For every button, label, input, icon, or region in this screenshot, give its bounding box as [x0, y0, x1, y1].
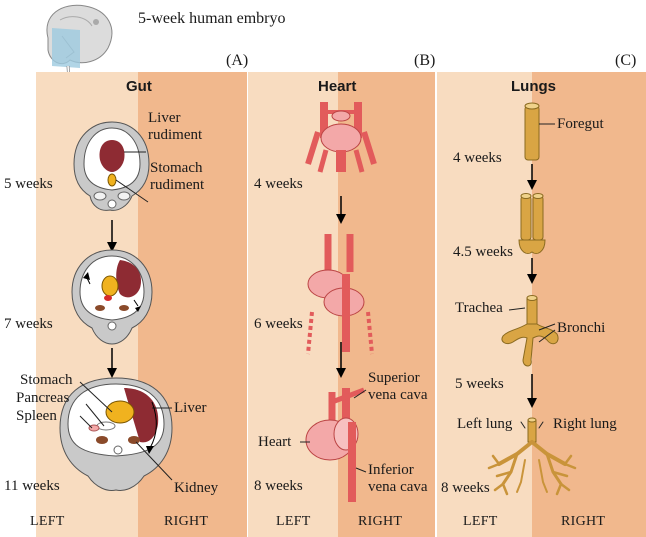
- right-side-bg: [532, 72, 646, 537]
- stage-6-weeks: 6 weeks: [254, 316, 303, 332]
- panel-b-left: LEFT: [276, 514, 311, 529]
- heart-4week: [305, 102, 377, 173]
- label-stomach-rudiment: Stomach rudiment: [150, 160, 204, 194]
- lungs-4week: [524, 102, 555, 161]
- panel-c-title: Lungs: [511, 78, 556, 95]
- stage-8-weeks: 8 weeks: [254, 478, 303, 494]
- stage-8-weeks: 8 weeks: [441, 480, 490, 496]
- label-pancreas: Pancreas: [16, 390, 70, 406]
- gut-7week-section: [71, 249, 153, 345]
- label-kidney: Kidney: [174, 480, 219, 496]
- panel-a-left: LEFT: [30, 514, 65, 529]
- label-heart: Heart: [258, 434, 292, 450]
- gut-11week-section: [59, 377, 173, 491]
- embryo-label: 5-week human embryo: [138, 10, 286, 27]
- lungs-4-5week: [518, 193, 546, 254]
- lungs-8week: [487, 417, 577, 496]
- panel-a-letter: (A): [226, 52, 249, 69]
- panel-c-letter: (C): [615, 52, 637, 69]
- inferior-line-2: vena cava: [368, 479, 428, 495]
- panel-heart: (B) Heart 4 weeks 6 weeks Superior vena …: [248, 52, 435, 537]
- panel-b-right: RIGHT: [358, 514, 403, 529]
- superior-line-1: Superior: [368, 370, 420, 386]
- stage-11-weeks: 11 weeks: [4, 478, 60, 494]
- panel-gut: (A) Gut Liver rudiment Stomach rudiment …: [4, 52, 248, 537]
- panel-c-right: RIGHT: [561, 514, 606, 529]
- stage-5-weeks: 5 weeks: [455, 376, 504, 392]
- panel-c-left: LEFT: [463, 514, 498, 529]
- heart-6week: [306, 234, 374, 355]
- label-stomach: Stomach: [20, 372, 73, 388]
- stage-4-5-weeks: 4.5 weeks: [453, 244, 513, 260]
- lungs-5week: [501, 295, 559, 367]
- label-superior-vena-cava: Superior vena cava: [368, 370, 428, 404]
- label-right-lung: Right lung: [553, 416, 617, 432]
- label-spleen: Spleen: [16, 408, 57, 424]
- label-trachea: Trachea: [455, 300, 503, 316]
- stage-5-weeks: 5 weeks: [4, 176, 53, 192]
- stomach-rudiment-line-1: Stomach: [150, 160, 203, 176]
- panel-a-title: Gut: [126, 78, 152, 95]
- panel-b-letter: (B): [414, 52, 436, 69]
- stage-7-weeks: 7 weeks: [4, 316, 53, 332]
- panel-b-title: Heart: [318, 78, 357, 95]
- label-liver-rudiment: Liver rudiment: [148, 110, 202, 144]
- panel-lungs: (C) Lungs Foregut 4 weeks 4.5 weeks Trac…: [437, 52, 646, 537]
- superior-line-2: vena cava: [368, 387, 428, 403]
- label-liver: Liver: [174, 400, 207, 416]
- gut-5week-section: [73, 121, 150, 211]
- stage-4-weeks: 4 weeks: [254, 176, 303, 192]
- stage-4-weeks: 4 weeks: [453, 150, 502, 166]
- stomach-rudiment-line-2: rudiment: [150, 177, 205, 193]
- heart-8week: [300, 387, 367, 502]
- liver-rudiment-line-1: Liver: [148, 110, 181, 126]
- liver-rudiment-line-2: rudiment: [148, 127, 203, 143]
- label-bronchi: Bronchi: [557, 320, 606, 336]
- label-foregut: Foregut: [557, 116, 604, 132]
- panel-a-right: RIGHT: [164, 514, 209, 529]
- label-inferior-vena-cava: Inferior vena cava: [368, 462, 428, 496]
- label-left-lung: Left lung: [457, 416, 513, 432]
- inferior-line-1: Inferior: [368, 462, 414, 478]
